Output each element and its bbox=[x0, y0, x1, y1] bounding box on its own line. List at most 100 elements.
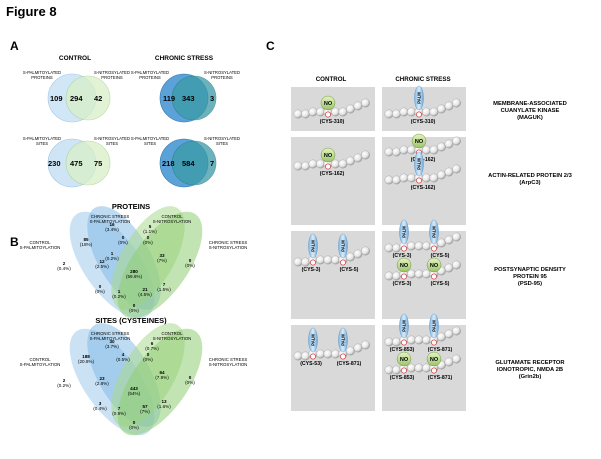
panel-a: CONTROL CHRONIC STRESS S-PALMITOYLATED P… bbox=[23, 55, 240, 188]
amino-acid-bead bbox=[399, 173, 409, 183]
cys-site-label: (CYS-853) bbox=[390, 375, 415, 381]
amino-acid-bead bbox=[346, 104, 355, 114]
cysteine-marker bbox=[310, 353, 316, 360]
amino-acid-bead bbox=[384, 147, 394, 157]
site-region-count: 64 bbox=[159, 370, 165, 375]
count-right: 7 bbox=[210, 159, 214, 168]
cys-site-label: (CYS-162) bbox=[411, 185, 436, 191]
label-nitro-proteins-stress: S-NITROSYLATED bbox=[204, 70, 240, 75]
amino-acid-bead bbox=[384, 243, 394, 253]
amino-acid-bead bbox=[392, 175, 401, 185]
label-palm-proteins-stress-2: PROTEINS bbox=[139, 75, 161, 80]
protein-region-percent: (2.5%) bbox=[95, 264, 109, 269]
palm-group bbox=[399, 219, 409, 245]
no-group bbox=[396, 257, 412, 273]
label-nitro-proteins-control-2: PROTEINS bbox=[101, 75, 123, 80]
amino-acid-bead bbox=[301, 351, 310, 361]
protein-region-percent: (0%) bbox=[143, 240, 153, 245]
site-region-percent: (0.9%) bbox=[112, 411, 126, 416]
panel-c-control-label: CONTROL bbox=[316, 76, 347, 83]
amino-acid-bead bbox=[452, 354, 461, 364]
protein-region-percent: (3.4%) bbox=[105, 227, 119, 232]
protein-region-count: 0 bbox=[147, 235, 150, 240]
panel-c-stress-label: CHRONIC STRESS bbox=[395, 76, 450, 83]
cysteine-marker bbox=[401, 245, 407, 252]
count-left: 109 bbox=[50, 94, 63, 103]
amino-acid-bead bbox=[414, 335, 424, 345]
palm-group bbox=[414, 85, 424, 111]
amino-acid-bead bbox=[361, 246, 370, 256]
protein-abbrev: (Grin2b) bbox=[519, 374, 542, 380]
site-region-percent: (2.8%) bbox=[95, 381, 109, 386]
palm-group bbox=[308, 327, 318, 353]
amino-acid-bead bbox=[407, 269, 416, 279]
amino-acid-bead bbox=[429, 107, 439, 117]
no-label: NO bbox=[430, 357, 439, 363]
amino-acid-bead bbox=[353, 101, 363, 111]
amino-acid-bead bbox=[331, 349, 340, 359]
protein-region-count: 0 bbox=[189, 258, 192, 263]
site-region-count: 30 bbox=[109, 339, 115, 344]
no-group bbox=[411, 133, 427, 149]
no-label: NO bbox=[400, 263, 409, 269]
count-both: 294 bbox=[70, 94, 83, 103]
protein-region-count: 16 bbox=[109, 222, 115, 227]
cysteine-marker bbox=[325, 163, 331, 170]
cys-site-label: (CYS-5) bbox=[340, 267, 359, 273]
amino-acid-bead bbox=[392, 271, 401, 281]
amino-acid-bead bbox=[353, 249, 363, 259]
label-nitro-sites-control-2: SITES bbox=[106, 141, 118, 146]
site-region-percent: (3.7%) bbox=[105, 344, 119, 349]
site-region-percent: (1.6%) bbox=[157, 404, 171, 409]
venn-control-proteins: S-PALMITOYLATED PROTEINS S-NITROSYLATED … bbox=[23, 70, 130, 123]
label-palm-sites-control-2: SITES bbox=[36, 141, 48, 146]
site-region-count: 188 bbox=[82, 354, 90, 359]
protein-region-percent: (0%) bbox=[185, 263, 195, 268]
amino-acid-bead bbox=[316, 349, 325, 359]
venn-control-sites: S-PALMITOYLATED SITES S-NITROSYLATED SIT… bbox=[23, 136, 130, 188]
amino-acid-bead bbox=[293, 109, 303, 119]
palm-group bbox=[338, 233, 348, 259]
cysteine-marker bbox=[431, 367, 437, 374]
venn4-sites bbox=[69, 323, 203, 436]
amino-acid-bead bbox=[452, 232, 461, 242]
protein-region-count: 2 bbox=[63, 261, 66, 266]
amino-acid-bead bbox=[316, 107, 325, 117]
venn4-proteins bbox=[69, 206, 203, 319]
palm-label: PALM bbox=[417, 92, 422, 104]
site-region-count: 0 bbox=[133, 420, 136, 425]
control-box bbox=[291, 325, 375, 411]
protein-region-percent: (1.5%) bbox=[157, 287, 171, 292]
amino-acid-bead bbox=[308, 107, 318, 117]
count-both: 343 bbox=[182, 94, 195, 103]
protein-region-count: 0 bbox=[122, 235, 125, 240]
site-region-percent: (0.4%) bbox=[93, 406, 107, 411]
count-right: 3 bbox=[210, 94, 214, 103]
amino-acid-bead bbox=[422, 269, 431, 279]
protein-region-count: 1 bbox=[118, 289, 121, 294]
cysteine-marker bbox=[310, 259, 316, 266]
site-region-percent: (7%) bbox=[140, 409, 150, 414]
amino-acid-bead bbox=[392, 365, 401, 375]
ellipse-stress-nitro bbox=[117, 328, 203, 436]
palm-label: PALM bbox=[311, 334, 316, 346]
amino-acid-bead bbox=[452, 98, 461, 108]
amino-acid-bead bbox=[444, 101, 454, 111]
no-label: NO bbox=[324, 153, 333, 159]
palm-group bbox=[399, 313, 409, 339]
circle-nitro-stress bbox=[171, 140, 217, 186]
label-nitro-proteins-stress-2: PROTEINS bbox=[211, 75, 233, 80]
amino-acid-bead bbox=[414, 363, 424, 373]
no-label: NO bbox=[415, 139, 424, 145]
protein-region-count: 33 bbox=[159, 253, 165, 258]
site-region-count: 2 bbox=[63, 378, 66, 383]
amino-acid-bead bbox=[422, 173, 431, 183]
panel-c: CONTROL CHRONIC STRESS MEMBRANE-ASSOCIAT… bbox=[291, 76, 573, 411]
amino-acid-bead bbox=[422, 335, 431, 345]
label-control-nitro: CONTROL bbox=[161, 214, 183, 219]
amino-acid-bead bbox=[444, 263, 454, 273]
label-palm-sites-stress-2: SITES bbox=[144, 141, 156, 146]
